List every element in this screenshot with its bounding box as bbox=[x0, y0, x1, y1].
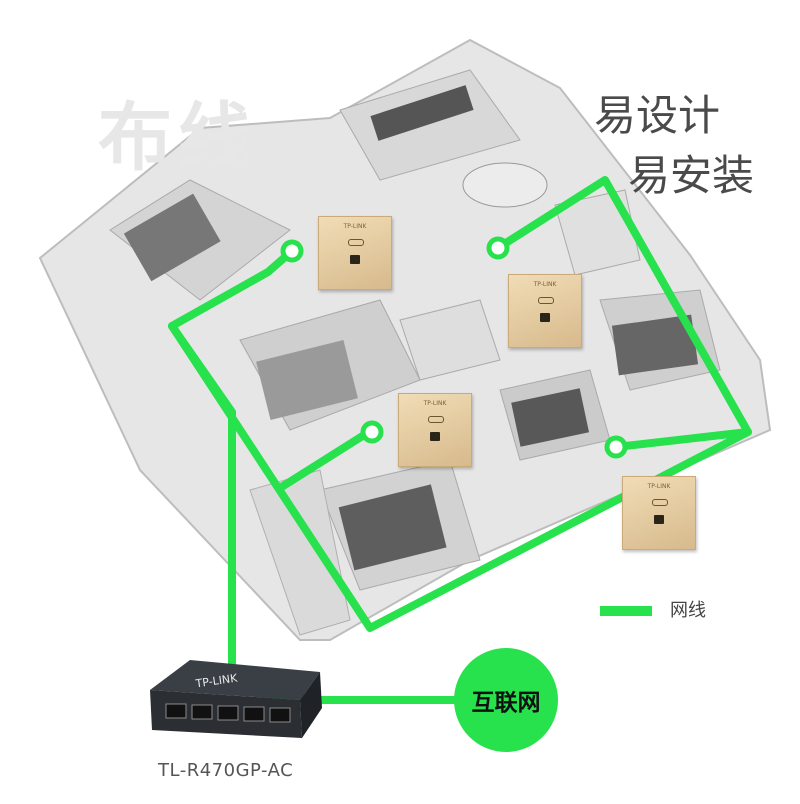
legend: 网线 bbox=[600, 598, 760, 626]
endpoint-living bbox=[360, 420, 384, 444]
router-port-5 bbox=[269, 707, 291, 723]
access-point-panel-1: TP-LINK bbox=[318, 216, 392, 290]
router-brand-label: TP-LINK bbox=[194, 671, 239, 690]
access-point-panel-4: TP-LINK bbox=[622, 476, 696, 550]
endpoint-dining bbox=[486, 236, 510, 260]
ap-led-icon bbox=[652, 499, 668, 506]
ap-port-icon bbox=[654, 515, 664, 524]
kitchen-counter bbox=[370, 85, 474, 141]
router-port-2 bbox=[191, 704, 213, 720]
legend-cable-swatch bbox=[600, 606, 652, 616]
router-model-caption: TL-R470GP-AC bbox=[158, 760, 294, 781]
router-side bbox=[300, 672, 322, 738]
bed-left bbox=[123, 193, 221, 282]
router-top bbox=[150, 660, 320, 700]
dining-table bbox=[462, 162, 548, 208]
ap-led-icon bbox=[348, 239, 364, 246]
endpoint-bedroom-right bbox=[604, 435, 628, 459]
cable-endpoints bbox=[280, 236, 628, 459]
living-rug bbox=[256, 340, 358, 420]
router-port-1 bbox=[165, 703, 187, 719]
internet-label: 互联网 bbox=[471, 690, 541, 716]
cable-branch-right bbox=[612, 428, 752, 451]
router-device: TP-LINK bbox=[150, 660, 322, 738]
ap-brand-label: TP-LINK bbox=[343, 223, 367, 230]
ap-port-icon bbox=[430, 432, 440, 441]
legend-label: 网线 bbox=[670, 600, 706, 621]
ap-brand-label: TP-LINK bbox=[647, 483, 671, 490]
slogan-line-2: 易安装 bbox=[628, 151, 755, 200]
ap-port-icon bbox=[350, 255, 360, 264]
cable-branch-living bbox=[276, 426, 376, 492]
access-point-panel-3: TP-LINK bbox=[398, 393, 472, 467]
internet-badge: 互联网 bbox=[454, 648, 558, 752]
slogan-line-1: 易设计 bbox=[594, 91, 721, 140]
endpoint-bedroom-left bbox=[280, 239, 304, 263]
bed-right bbox=[611, 314, 699, 376]
ap-led-icon bbox=[538, 297, 554, 304]
ap-port-icon bbox=[540, 313, 550, 322]
router-ports bbox=[165, 703, 291, 723]
ap-brand-label: TP-LINK bbox=[423, 400, 447, 407]
router-port-4 bbox=[243, 706, 265, 722]
access-point-panel-2: TP-LINK bbox=[508, 274, 582, 348]
kitchen bbox=[339, 69, 521, 181]
bed-middle bbox=[511, 388, 590, 447]
ap-led-icon bbox=[428, 416, 444, 423]
router-port-3 bbox=[217, 705, 239, 721]
ap-brand-label: TP-LINK bbox=[533, 281, 557, 288]
watermark-text: 布线 bbox=[98, 95, 258, 181]
hallway bbox=[399, 299, 501, 381]
bed-bottom bbox=[338, 484, 447, 571]
